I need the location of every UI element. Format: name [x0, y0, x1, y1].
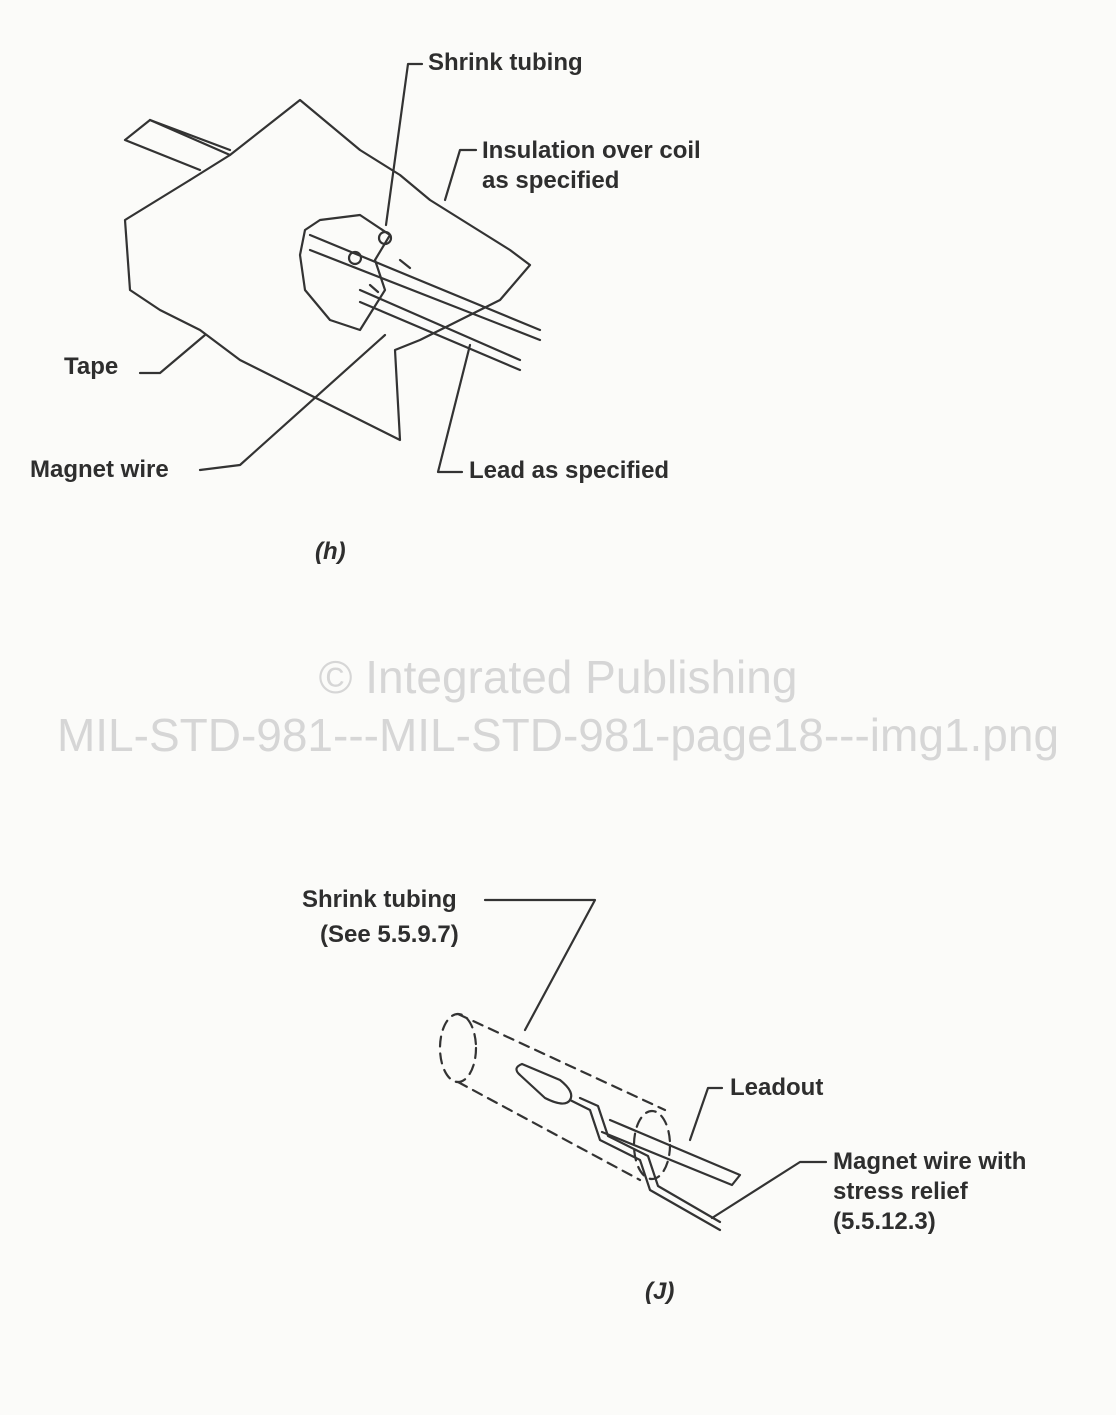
label-leadout: Leadout [730, 1074, 824, 1101]
figure-j-drawing [438, 898, 828, 1232]
label-insulation-line2: as specified [482, 167, 620, 194]
caption-h: (h) [315, 538, 346, 565]
label-shrink-tubing-j-line1: Shrink tubing [302, 886, 457, 913]
label-shrink-tubing-h: Shrink tubing [428, 49, 583, 76]
label-magnet-wire-h: Magnet wire [30, 456, 169, 483]
caption-j: (J) [645, 1278, 675, 1305]
label-tape: Tape [64, 353, 119, 380]
label-magnet-wire-j-line2: stress relief [833, 1178, 968, 1205]
watermark-line1: © Integrated Publishing [318, 651, 798, 703]
label-lead: Lead as specified [469, 457, 670, 484]
figure-h-drawing [123, 62, 542, 474]
label-insulation-line1: Insulation over coil [482, 137, 701, 164]
watermark-line2: MIL-STD-981---MIL-STD-981-page18---img1.… [56, 709, 1060, 761]
label-magnet-wire-j-line1: Magnet wire with [833, 1148, 1027, 1175]
label-shrink-tubing-j-line2: (See 5.5.9.7) [320, 921, 459, 948]
label-magnet-wire-j-line3: (5.5.12.3) [833, 1208, 936, 1235]
